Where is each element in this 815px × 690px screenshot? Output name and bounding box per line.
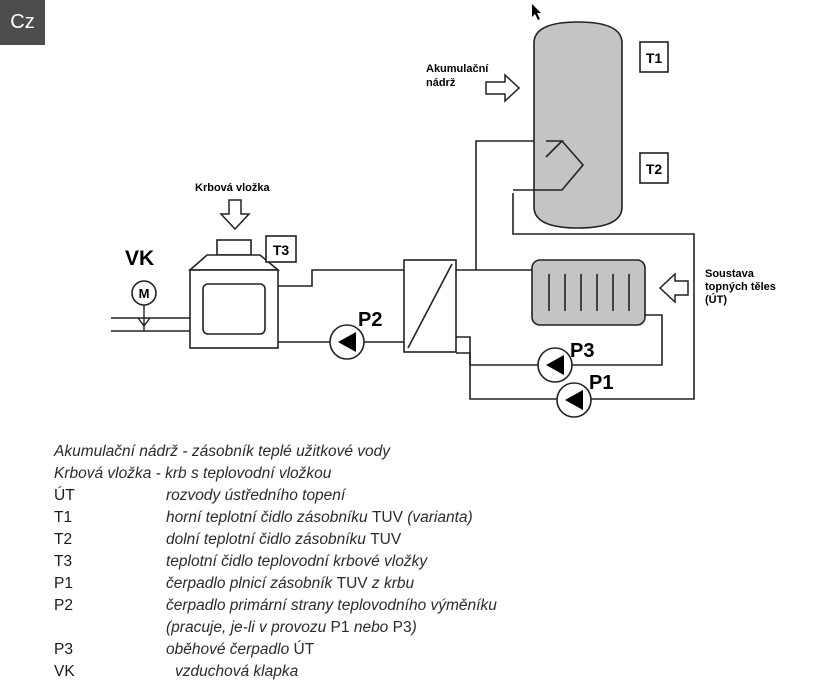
legend-tank-line: Akumulační nádrž - zásobník teplé užitko…: [54, 443, 391, 460]
legend-key: ÚT: [54, 487, 75, 504]
tank-label-line2: nádrž: [426, 77, 456, 89]
legend-row-t3: T3 teplotní čidlo teplovodní krbové vlož…: [54, 551, 427, 573]
pump-p1-icon: [565, 390, 583, 410]
p2-label: P2: [358, 309, 382, 331]
legend-row-p2: P2 čerpadlo primární strany teplovodního…: [54, 595, 497, 617]
legend: Akumulační nádrž - zásobník teplé užitko…: [54, 441, 497, 683]
legend-key: P1: [54, 575, 73, 592]
legend-row-p3: P3 oběhové čerpadlo ÚT: [54, 639, 390, 661]
tank-label-line1: Akumulační: [426, 63, 489, 75]
pump-p3: [537, 347, 573, 383]
t3-sensor-box: T3: [265, 235, 297, 263]
pump-p3-icon: [546, 355, 564, 375]
legend-desc: (pracuje, je-li v provozu P1 nebo P3): [166, 619, 417, 636]
pump-p1: [556, 382, 592, 418]
legend-row-t1: T1 horní teplotní čidlo zásobníku TUV (v…: [54, 507, 473, 529]
motor-label: M: [139, 286, 150, 301]
legend-row-t2: T2 dolní teplotní čidlo zásobníku TUV: [54, 529, 401, 551]
legend-key: P3: [54, 641, 73, 658]
legend-key: P2: [54, 597, 73, 614]
heating-label-line3: (ÚT): [705, 293, 727, 306]
pipes: [111, 140, 695, 400]
legend-key: T3: [54, 553, 73, 570]
t2-label: T2: [646, 161, 663, 177]
fireplace-arrow-icon: [219, 199, 251, 231]
tank-coil: [513, 139, 585, 191]
p1-label: P1: [589, 372, 613, 394]
legend-desc: dolní teplotní čidlo zásobníku TUV: [166, 531, 402, 548]
radiator-unit: [531, 259, 646, 326]
legend-fireplace-line: Krbová vložka - krb s teplovodní vložkou: [54, 465, 332, 482]
accumulation-tank: [513, 21, 623, 229]
pump-p2: [329, 324, 365, 360]
language-badge: Cz: [0, 0, 45, 45]
legend-desc: horní teplotní čidlo zásobníku TUV (vari…: [166, 509, 473, 526]
legend-desc: čerpadlo primární strany teplovodního vý…: [166, 597, 497, 614]
heating-arrow-icon: [658, 272, 689, 304]
legend-row-vk: VK vzduchová klapka: [54, 661, 390, 683]
vk-label: VK: [125, 247, 154, 270]
legend-desc: oběhové čerpadlo ÚT: [166, 641, 315, 658]
pump-p2-icon: [338, 332, 356, 352]
t1-sensor-box: T1: [639, 41, 669, 73]
fireplace-insert: [187, 239, 281, 349]
legend-desc: teplotní čidlo teplovodní krbové vložky: [166, 553, 428, 570]
t2-sensor-box: T2: [639, 152, 669, 184]
legend-row-p2-note: (pracuje, je-li v provozu P1 nebo P3): [54, 617, 417, 639]
heating-label-line1: Soustava: [705, 268, 755, 280]
t3-label: T3: [273, 242, 290, 258]
legend-desc: rozvody ústředního topení: [166, 487, 346, 504]
legend-desc: čerpadlo plnicí zásobník TUV z krbu: [166, 575, 415, 592]
mouse-cursor-icon: [532, 4, 541, 20]
tank-arrow-icon: [485, 73, 521, 103]
heating-system-diagram: T1 T2 Akumulační nádrž Krbová vložka T3 …: [111, 4, 776, 418]
legend-row-ut: ÚT rozvody ústředního topení: [54, 485, 390, 507]
legend-key: VK: [54, 663, 75, 680]
p3-label: P3: [570, 340, 594, 362]
legend-key: T2: [54, 531, 73, 548]
air-flap-motor: M: [131, 280, 157, 331]
legend-desc: vzduchová klapka: [175, 663, 299, 680]
heat-exchanger: [403, 259, 457, 353]
fireplace-label: Krbová vložka: [195, 182, 270, 194]
legend-key: T1: [54, 509, 73, 526]
legend-row-p1: P1 čerpadlo plnicí zásobník TUV z krbu: [54, 573, 414, 595]
heating-label-line2: topných těles: [705, 281, 776, 293]
t1-label: T1: [646, 50, 663, 66]
